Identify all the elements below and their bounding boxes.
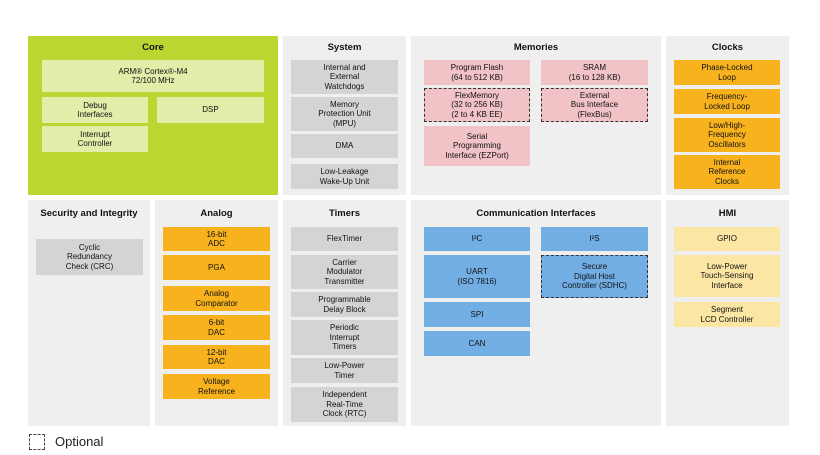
pdb-block: Programmable Delay Block bbox=[291, 292, 398, 317]
flexmemory-block: FlexMemory (32 to 256 KB) (2 to 4 KB EE) bbox=[424, 88, 530, 122]
cortex-m4-block: ARM® Cortex®-M4 72/100 MHz bbox=[42, 60, 264, 92]
flextimer-block: FlexTimer bbox=[291, 227, 398, 251]
flexbus-block: External Bus Interface (FlexBus) bbox=[541, 88, 648, 122]
timers-panel: Timers FlexTimer Carrier Modulator Trans… bbox=[283, 200, 406, 426]
core-panel: Core ARM® Cortex®-M4 72/100 MHz Debug In… bbox=[28, 36, 278, 195]
pga-block: PGA bbox=[163, 255, 270, 280]
touch-sensing-block: Low-Power Touch-Sensing Interface bbox=[674, 255, 780, 297]
memories-panel: Memories Program Flash (64 to 512 KB) SR… bbox=[411, 36, 661, 195]
security-panel: Security and Integrity Cyclic Redundancy… bbox=[28, 200, 150, 426]
interrupt-controller-block: Interrupt Controller bbox=[42, 126, 148, 152]
clocks-panel: Clocks Phase-Locked Loop Frequency- Lock… bbox=[666, 36, 789, 195]
sdhc-block: Secure Digital Host Controller (SDHC) bbox=[541, 255, 648, 298]
memories-title: Memories bbox=[513, 42, 559, 53]
i2c-block: I²C bbox=[424, 227, 530, 251]
dsp-block: DSP bbox=[157, 97, 264, 123]
uart-block: UART (ISO 7816) bbox=[424, 255, 530, 298]
pit-block: Periodic Interrupt Timers bbox=[291, 320, 398, 355]
optional-legend-swatch bbox=[29, 434, 45, 450]
adc-block: 16-bit ADC bbox=[163, 227, 270, 251]
comm-panel: Communication Interfaces I²C I²S UART (I… bbox=[411, 200, 661, 426]
rtc-block: Independent Real-Time Clock (RTC) bbox=[291, 387, 398, 422]
spi-block: SPI bbox=[424, 302, 530, 327]
vref-block: Voltage Reference bbox=[163, 374, 270, 399]
timers-title: Timers bbox=[329, 208, 360, 219]
sram-block: SRAM (16 to 128 KB) bbox=[541, 60, 648, 85]
dma-block: DMA bbox=[291, 134, 398, 158]
watchdogs-block: Internal and External Watchdogs bbox=[291, 60, 398, 94]
security-title: Security and Integrity bbox=[40, 208, 138, 219]
program-flash-block: Program Flash (64 to 512 KB) bbox=[424, 60, 530, 85]
comm-title: Communication Interfaces bbox=[476, 208, 596, 219]
optional-legend-label: Optional bbox=[55, 434, 104, 449]
segment-lcd-block: Segment LCD Controller bbox=[674, 302, 780, 327]
irc-block: Internal Reference Clocks bbox=[674, 155, 780, 189]
hmi-title: HMI bbox=[718, 208, 737, 219]
i2s-block: I²S bbox=[541, 227, 648, 251]
dac6-block: 6-bit DAC bbox=[163, 315, 270, 340]
dac12-block: 12-bit DAC bbox=[163, 345, 270, 369]
gpio-block: GPIO bbox=[674, 227, 780, 251]
ezport-block: Serial Programming Interface (EZPort) bbox=[424, 126, 530, 166]
clocks-title: Clocks bbox=[711, 42, 744, 53]
cmt-block: Carrier Modulator Transmitter bbox=[291, 255, 398, 289]
comparator-block: Analog Comparator bbox=[163, 286, 270, 311]
analog-title: Analog bbox=[200, 208, 233, 219]
pll-block: Phase-Locked Loop bbox=[674, 60, 780, 85]
hmi-panel: HMI GPIO Low-Power Touch-Sensing Interfa… bbox=[666, 200, 789, 426]
system-title: System bbox=[327, 42, 362, 53]
crc-block: Cyclic Redundancy Check (CRC) bbox=[36, 239, 143, 275]
analog-panel: Analog 16-bit ADC PGA Analog Comparator … bbox=[155, 200, 278, 426]
fll-block: Frequency- Locked Loop bbox=[674, 89, 780, 114]
lpt-block: Low-Power Timer bbox=[291, 358, 398, 383]
debug-interfaces-block: Debug Interfaces bbox=[42, 97, 148, 123]
llwu-block: Low-Leakage Wake-Up Unit bbox=[291, 164, 398, 189]
system-panel: System Internal and External Watchdogs M… bbox=[283, 36, 406, 195]
oscillators-block: Low/High- Frequency Oscillators bbox=[674, 118, 780, 152]
can-block: CAN bbox=[424, 331, 530, 356]
mpu-block: Memory Protection Unit (MPU) bbox=[291, 97, 398, 131]
core-title: Core bbox=[142, 42, 164, 53]
